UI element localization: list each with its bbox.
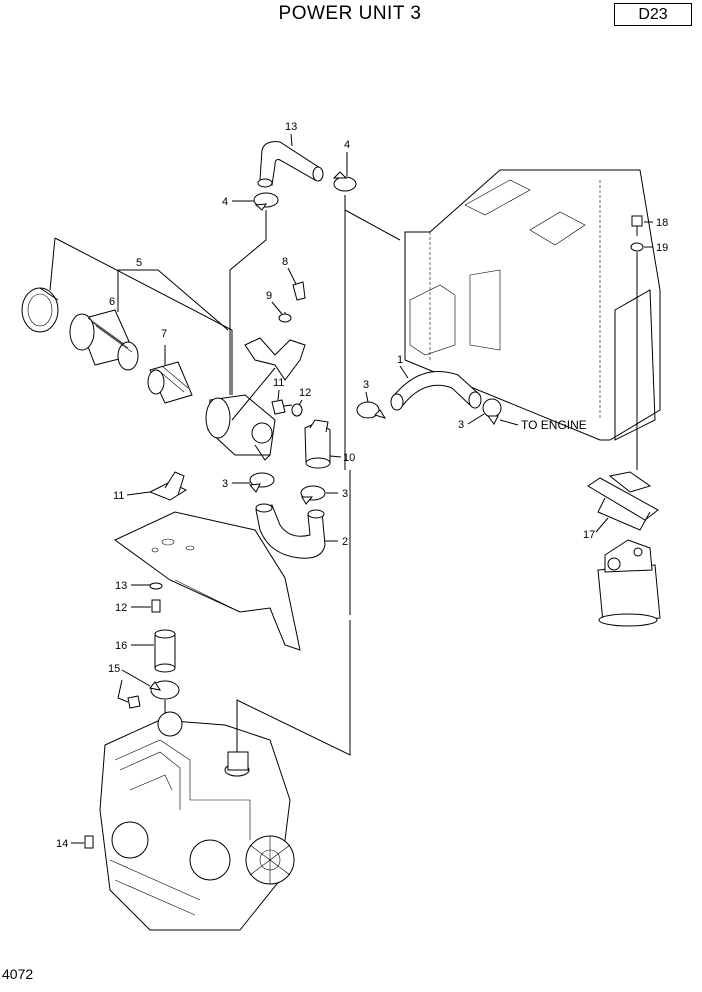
callout-10: 10 [329, 452, 355, 464]
pipe-16 [154, 629, 176, 673]
callout-11-upper: 11 [273, 377, 284, 401]
svg-text:17: 17 [583, 529, 595, 541]
document-number: 4072 [2, 966, 34, 982]
svg-text:6: 6 [109, 296, 115, 308]
callout-6: 6 [109, 296, 115, 308]
callout-3-lower-left: 3 [222, 478, 250, 490]
bolt-12-lower [151, 599, 161, 613]
oil-filter [597, 539, 661, 627]
svg-text:16: 16 [115, 640, 127, 652]
svg-text:12: 12 [115, 602, 127, 614]
callout-19: 19 [644, 242, 668, 254]
engine-hood [404, 169, 661, 441]
hose-1 [390, 371, 482, 411]
callout-4-upper: 4 [344, 139, 350, 176]
elbow-11 [148, 471, 188, 501]
bolt-11-upper [271, 399, 293, 415]
hose-clamp-4-upper [332, 171, 357, 192]
svg-text:15: 15 [108, 663, 120, 675]
svg-text:5: 5 [136, 257, 142, 269]
plug-14 [84, 835, 94, 849]
washer-13-lower [149, 582, 163, 590]
hose-13 [257, 141, 324, 188]
washer-12-upper [291, 403, 303, 417]
callout-1: 1 [397, 354, 409, 379]
svg-text:1: 1 [397, 354, 403, 366]
mounting-plate [114, 511, 301, 651]
svg-text:4: 4 [344, 139, 350, 151]
callout-16: 16 [115, 640, 154, 652]
svg-text:18: 18 [656, 217, 668, 229]
svg-text:3: 3 [222, 478, 228, 490]
svg-text:3: 3 [342, 488, 348, 500]
engine-block [99, 711, 295, 931]
svg-text:10: 10 [343, 452, 355, 464]
callout-7: 7 [161, 328, 167, 340]
svg-text:19: 19 [656, 242, 668, 254]
callout-17: 17 [583, 517, 609, 541]
callout-9: 9 [266, 290, 283, 315]
hose-clamp-3-mid-left [356, 401, 387, 419]
svg-text:3: 3 [458, 419, 464, 431]
callout-2: 2 [325, 536, 348, 548]
svg-text:13: 13 [285, 121, 297, 133]
svg-text:4: 4 [222, 196, 228, 208]
callout-5: 5 [136, 257, 142, 269]
svg-text:11: 11 [273, 377, 284, 389]
svg-text:8: 8 [282, 256, 288, 268]
svg-text:7: 7 [161, 328, 167, 340]
callout-13-lower: 13 [115, 580, 150, 592]
callout-15: 15 [108, 663, 151, 703]
mounting-bracket [244, 281, 306, 381]
washer-19 [630, 242, 644, 252]
callout-3-mid-left: 3 [363, 379, 369, 403]
to-engine-note: TO ENGINE [499, 418, 587, 432]
bolt-18 [631, 215, 643, 236]
callout-4-left: 4 [222, 196, 254, 208]
svg-text:3: 3 [363, 379, 369, 391]
hose-clamp-3-lower-right [300, 485, 326, 505]
svg-text:11: 11 [113, 490, 124, 502]
hose-clamp-3-lower-left [248, 472, 275, 493]
callout-14: 14 [56, 838, 84, 850]
bracket-17 [587, 471, 659, 531]
svg-text:14: 14 [56, 838, 68, 850]
hose-clamp-4-left [253, 192, 279, 211]
pipe-10 [304, 419, 331, 469]
page-title: POWER UNIT 3 [278, 3, 422, 24]
svg-text:TO ENGINE: TO ENGINE [521, 418, 587, 432]
svg-text:13: 13 [115, 580, 127, 592]
svg-text:2: 2 [342, 536, 348, 548]
air-cleaner-assembly [21, 237, 276, 461]
callout-8: 8 [282, 256, 297, 285]
callout-3-mid-right: 3 [458, 413, 485, 431]
callout-11-lower: 11 [113, 490, 151, 502]
clamp-15 [127, 680, 180, 709]
callout-13-upper: 13 [285, 121, 297, 147]
callout-18: 18 [644, 217, 668, 229]
page-code-box: D23 [614, 3, 692, 26]
hose-clamp-3-mid-right [482, 398, 502, 425]
callout-12-upper: 12 [298, 387, 311, 406]
callout-12-lower: 12 [115, 602, 151, 614]
svg-text:12: 12 [299, 387, 311, 399]
svg-text:9: 9 [266, 290, 272, 302]
callout-3-lower-right: 3 [326, 488, 348, 500]
hose-2 [255, 503, 326, 559]
